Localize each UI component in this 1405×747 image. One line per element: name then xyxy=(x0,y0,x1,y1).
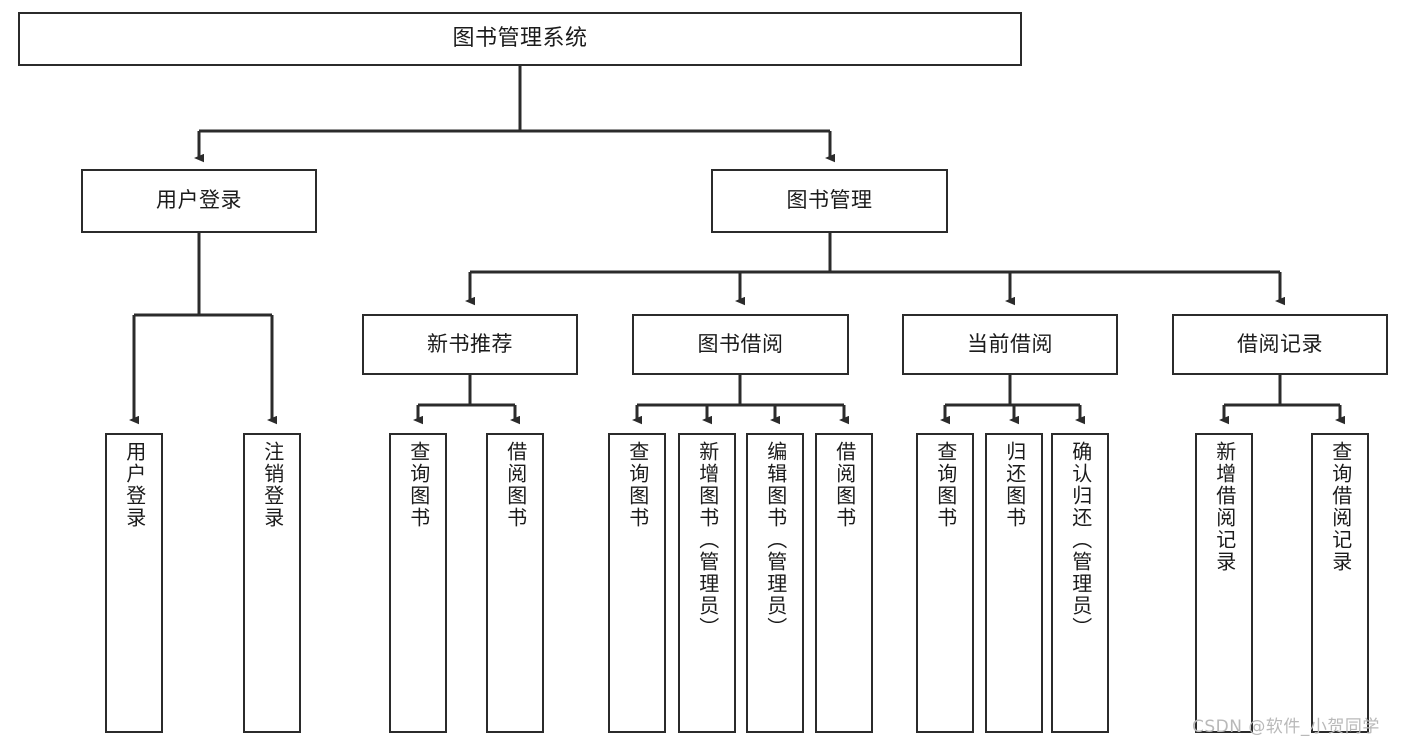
leaf-record-query-record[interactable]: 查询借阅记录 xyxy=(1311,433,1369,733)
node-label: 查询图书 xyxy=(625,441,650,529)
leaf-borrow-borrow-book[interactable]: 借阅图书 xyxy=(815,433,873,733)
leaf-borrow-edit-book-admin[interactable]: 编辑图书（管理员） xyxy=(746,433,804,733)
node-label: 查询图书 xyxy=(406,441,431,529)
node-label: 确认归还（管理员） xyxy=(1068,441,1093,639)
node-borrow-record[interactable]: 借阅记录 xyxy=(1172,314,1388,375)
leaf-recommend-borrow-book[interactable]: 借阅图书 xyxy=(486,433,544,733)
node-label: 新增图书（管理员） xyxy=(695,441,720,639)
node-new-book-recommend[interactable]: 新书推荐 xyxy=(362,314,578,375)
node-root-system[interactable]: 图书管理系统 xyxy=(18,12,1022,66)
node-label: 借阅记录 xyxy=(1237,331,1323,356)
leaf-user-login-signout[interactable]: 注销登录 xyxy=(243,433,301,733)
leaf-borrow-query-book[interactable]: 查询图书 xyxy=(608,433,666,733)
node-book-management[interactable]: 图书管理 xyxy=(711,169,948,233)
node-label: 归还图书 xyxy=(1002,441,1027,529)
node-label: 注销登录 xyxy=(260,441,285,529)
leaf-current-confirm-return-admin[interactable]: 确认归还（管理员） xyxy=(1051,433,1109,733)
leaf-current-query-book[interactable]: 查询图书 xyxy=(916,433,974,733)
leaf-user-login-signin[interactable]: 用户登录 xyxy=(105,433,163,733)
node-label: 当前借阅 xyxy=(967,331,1053,356)
node-label: 借阅图书 xyxy=(503,441,528,529)
leaf-current-return-book[interactable]: 归还图书 xyxy=(985,433,1043,733)
node-label: 图书管理系统 xyxy=(452,25,588,51)
node-label: 编辑图书（管理员） xyxy=(763,441,788,639)
node-label: 用户登录 xyxy=(156,188,242,213)
node-label: 图书借阅 xyxy=(697,331,784,356)
leaf-record-add-record[interactable]: 新增借阅记录 xyxy=(1195,433,1253,733)
node-label: 用户登录 xyxy=(122,441,147,529)
node-label: 查询借阅记录 xyxy=(1328,441,1353,573)
node-label: 图书管理 xyxy=(786,188,873,213)
leaf-recommend-query-book[interactable]: 查询图书 xyxy=(389,433,447,733)
csdn-watermark: CSDN @软件_小贺同学 xyxy=(1192,717,1380,737)
node-label: 新书推荐 xyxy=(427,331,513,356)
node-label: 查询图书 xyxy=(933,441,958,529)
node-label: 借阅图书 xyxy=(832,441,857,529)
node-user-login[interactable]: 用户登录 xyxy=(81,169,317,233)
node-label: 新增借阅记录 xyxy=(1212,441,1237,573)
node-book-borrow[interactable]: 图书借阅 xyxy=(632,314,849,375)
node-current-borrow[interactable]: 当前借阅 xyxy=(902,314,1118,375)
leaf-borrow-add-book-admin[interactable]: 新增图书（管理员） xyxy=(678,433,736,733)
